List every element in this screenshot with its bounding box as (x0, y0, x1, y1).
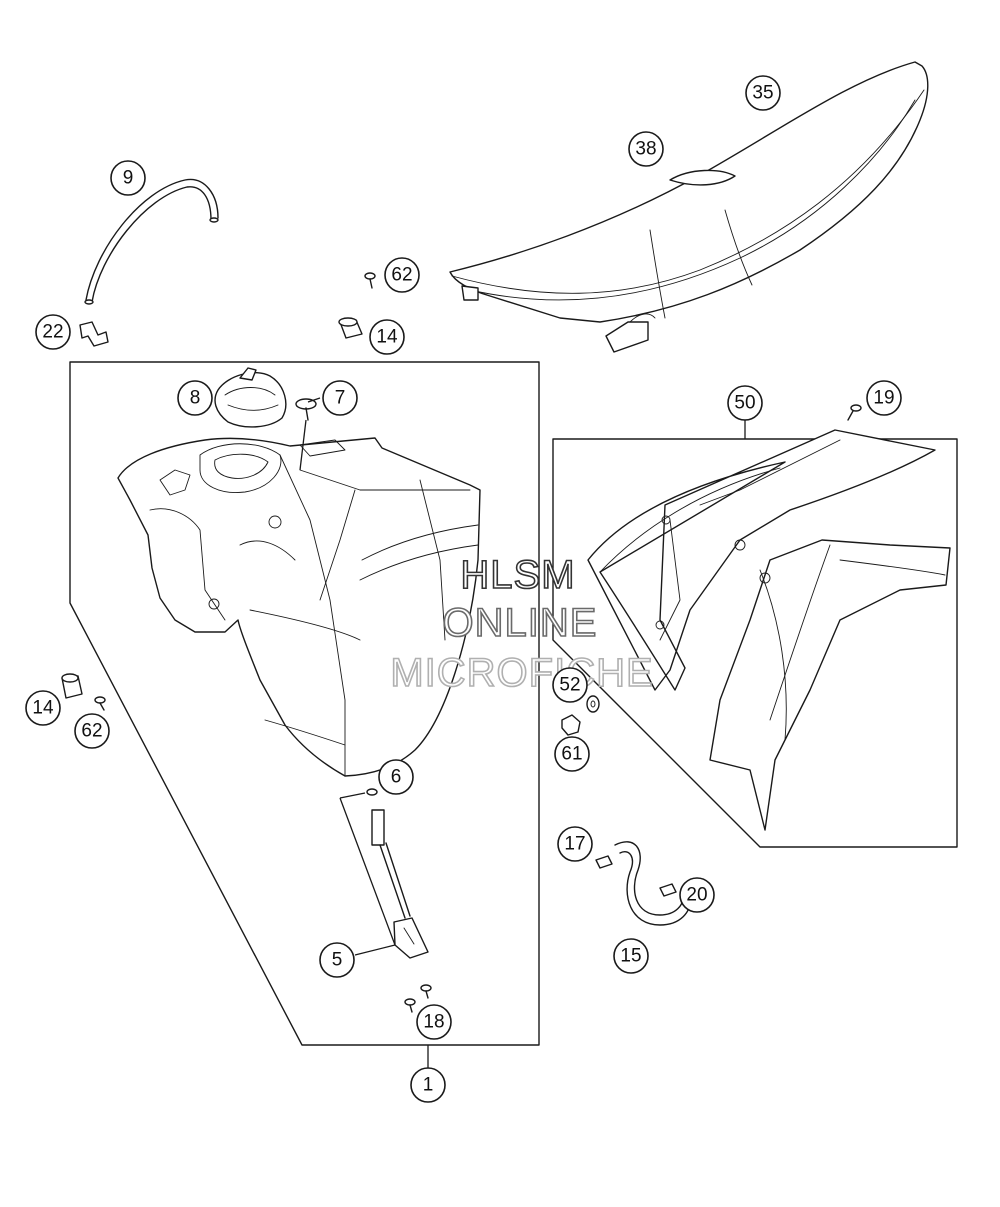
seat-part (449, 61, 929, 353)
svg-text:5: 5 (332, 950, 343, 971)
screw-19-part (847, 404, 862, 421)
callout-15: 15 (613, 938, 649, 974)
callout-1: 1 (410, 1067, 446, 1103)
svg-text:35: 35 (752, 83, 773, 104)
callout-7: 7 (322, 380, 358, 416)
callout-22: 22 (35, 314, 71, 350)
svg-text:62: 62 (391, 265, 412, 286)
rubber-spacer-top-part (338, 317, 363, 339)
svg-text:52: 52 (559, 675, 580, 696)
svg-text:17: 17 (564, 834, 585, 855)
left-shroud-part (587, 429, 936, 691)
svg-text:50: 50 (734, 393, 755, 414)
clamp-20-part (659, 883, 677, 897)
svg-text:9: 9 (123, 168, 134, 189)
callout-17: 17 (557, 826, 593, 862)
fuel-tank-group-frame (69, 361, 540, 1046)
hose-elbow-part (79, 321, 109, 347)
watermark: HLSM ONLINE MICROFICHE (390, 552, 654, 696)
screw-7-part (295, 398, 317, 421)
callout-50: 50 (727, 385, 763, 421)
callout-62-left: 62 (74, 713, 110, 749)
watermark-line-3: MICROFICHE (390, 651, 653, 695)
fuel-cap-part (214, 367, 287, 428)
rubber-spacer-left-part (61, 673, 83, 699)
callout-19: 19 (866, 380, 902, 416)
callout-14-top: 14 (369, 319, 405, 355)
svg-text:19: 19 (873, 388, 894, 409)
callout-20: 20 (679, 877, 715, 913)
svg-text:61: 61 (561, 744, 582, 765)
watermark-line-1: HLSM (460, 553, 575, 597)
svg-text:62: 62 (81, 721, 102, 742)
vent-hose-part (84, 178, 219, 305)
callout-35: 35 (745, 75, 781, 111)
svg-text:20: 20 (686, 885, 707, 906)
watermark-line-2: ONLINE (443, 601, 598, 645)
callout-62-top: 62 (384, 257, 420, 293)
fuel-tap-part (371, 809, 429, 959)
radiator-shroud-group-frame (552, 438, 958, 848)
svg-text:7: 7 (335, 388, 346, 409)
svg-text:38: 38 (635, 139, 656, 160)
washer-52-part (586, 695, 600, 713)
callout-61: 61 (554, 736, 590, 772)
svg-text:6: 6 (391, 767, 402, 788)
svg-text:22: 22 (42, 322, 63, 343)
callout-9: 9 (110, 160, 146, 196)
callout-38: 38 (628, 131, 664, 167)
callout-14-left: 14 (25, 690, 61, 726)
callout-6: 6 (378, 759, 414, 795)
bolt-top-part (364, 272, 376, 289)
callout-5: 5 (319, 942, 355, 978)
fuel-tank-part (117, 437, 481, 777)
svg-text:1: 1 (423, 1075, 434, 1096)
callout-18: 18 (416, 1004, 452, 1040)
callout-52: 52 (552, 667, 588, 703)
screws-18-part (404, 984, 432, 1013)
hose-15-part (614, 841, 691, 926)
nut-61-part (561, 714, 581, 736)
right-shroud-part (709, 539, 951, 831)
bolt-left-part (94, 696, 106, 711)
clamp-17-part (595, 855, 613, 869)
svg-text:8: 8 (190, 388, 201, 409)
svg-text:18: 18 (423, 1012, 444, 1033)
svg-text:14: 14 (32, 698, 54, 719)
o-ring-part (366, 788, 378, 796)
callout-8: 8 (177, 380, 213, 416)
svg-text:15: 15 (620, 946, 641, 967)
svg-text:14: 14 (376, 327, 398, 348)
